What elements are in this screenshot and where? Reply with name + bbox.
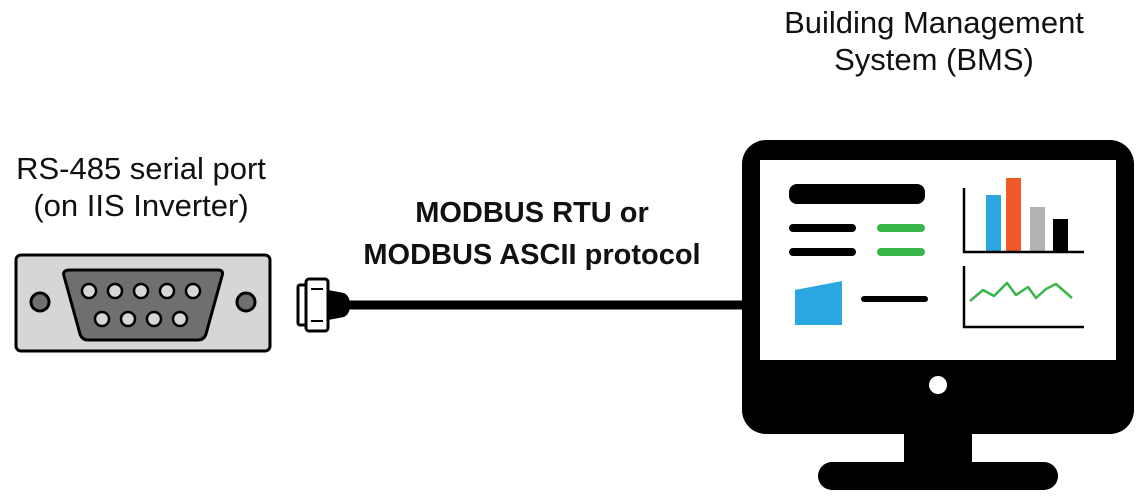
protocol-label-line1: MODBUS RTU or <box>415 197 649 229</box>
monitor-neck <box>904 432 972 464</box>
screen-trend-line <box>969 281 1073 302</box>
plug-body <box>304 277 330 333</box>
screen-text-line <box>789 248 856 256</box>
connector-screw-left <box>29 291 51 313</box>
connector-pin <box>119 310 137 328</box>
screen-text-line <box>861 296 928 302</box>
screen-bar <box>1053 219 1068 251</box>
connector-pin <box>106 282 124 300</box>
serial-port-label-line2: (on IIS Inverter) <box>33 188 249 224</box>
screen-status-line <box>877 248 925 256</box>
bms-label-line1: Building Management <box>784 5 1084 40</box>
screen-level-shape <box>795 281 842 325</box>
serial-port-label: RS-485 serial port (on IIS Inverter) <box>0 150 282 224</box>
connector-pin <box>158 282 176 300</box>
connector-pin <box>184 282 202 300</box>
screen-text-line <box>789 224 856 232</box>
protocol-label-line2: MODBUS ASCII protocol <box>363 239 701 272</box>
bms-label: Building Management System (BMS) <box>722 4 1146 78</box>
screen-bar <box>1030 207 1045 251</box>
monitor-stand <box>818 462 1058 490</box>
connector-pin <box>145 310 163 328</box>
serial-port-label-line1: RS-485 serial port <box>16 151 266 186</box>
plug-boot <box>328 290 350 320</box>
protocol-label: MODBUS RTU or MODBUS ASCII protocol <box>316 192 748 276</box>
connector-pin <box>132 282 150 300</box>
db9-connector-icon <box>14 253 272 353</box>
cable-plug-icon <box>296 277 350 333</box>
connector-shell <box>62 268 224 342</box>
screen-status-line <box>877 224 925 232</box>
connector-screw-right <box>235 291 257 313</box>
bms-label-line2: System (BMS) <box>834 42 1034 78</box>
monitor-power-icon <box>929 376 947 394</box>
connector-pin <box>80 282 98 300</box>
screen-bar <box>986 195 1001 251</box>
connector-pin <box>93 310 111 328</box>
screen-bar <box>1006 178 1021 251</box>
screen-line-chart-icon <box>962 266 1084 329</box>
screen-header-bar <box>789 184 925 204</box>
monitor-icon <box>742 140 1134 490</box>
screen-bar-chart-icon <box>962 178 1084 254</box>
connector-pin <box>171 310 189 328</box>
